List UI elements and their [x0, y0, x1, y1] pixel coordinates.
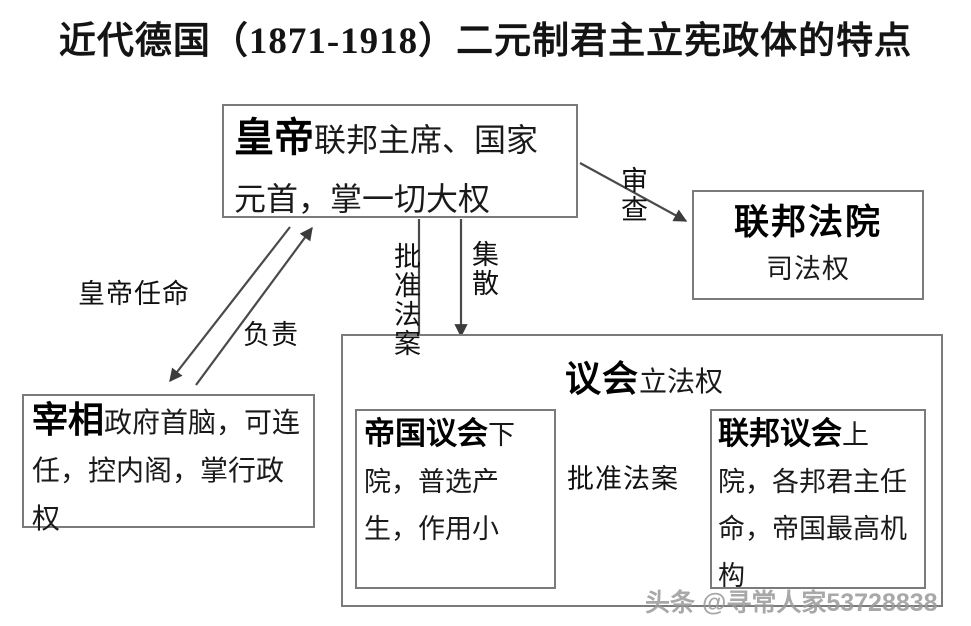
label-bundesrat-approves-bills: 批准法案 [567, 464, 679, 494]
label-emperor-convene-dissolve: 集散 [468, 240, 498, 298]
box-emperor-description: 联邦主席、国家元首，掌一切大权 [234, 122, 539, 217]
box-chancellor[interactable]: 宰相政府首脑，可连任，控内阁，掌行政权 [22, 394, 315, 535]
box-federal-court[interactable]: 联邦法院 司法权 [692, 190, 924, 300]
box-federal-court-title: 联邦法院 [733, 203, 882, 242]
box-chancellor-description: 政府首脑，可连任，控内阁，掌行政权 [32, 408, 301, 535]
box-bundesrat[interactable]: 联邦议会上院，各邦君主任命，帝国最高机构 [710, 409, 926, 591]
box-reichstag-title: 帝国议会 [364, 416, 488, 451]
arrow-chancellor-to-emperor [195, 226, 313, 386]
box-federal-court-content: 联邦法院 司法权 [694, 192, 922, 298]
box-parliament-heading: 议会立法权 [343, 350, 945, 402]
box-parliament-description: 立法权 [639, 367, 724, 398]
box-chancellor-content: 宰相政府首脑，可连任，控内阁，掌行政权 [24, 396, 313, 535]
box-emperor[interactable]: 皇帝联邦主席、国家元首，掌一切大权 [222, 104, 578, 218]
box-bundesrat-description: 上院，各邦君主任命，帝国最高机构 [718, 420, 907, 591]
box-emperor-content: 皇帝联邦主席、国家元首，掌一切大权 [224, 106, 576, 217]
page-title: 近代德国（1871-1918）二元制君主立宪政体的特点 [58, 21, 913, 62]
box-federal-court-description: 司法权 [766, 254, 850, 284]
label-emperor-appoints: 皇帝任命 [78, 279, 190, 309]
box-parliament-title: 议会 [564, 358, 639, 399]
box-reichstag-content: 帝国议会下院，普选产生，作用小 [357, 411, 554, 587]
label-emperor-reviews-court: 审查 [617, 166, 647, 224]
box-bundesrat-content: 联邦议会上院，各邦君主任命，帝国最高机构 [712, 411, 924, 591]
watermark: 头条 @寻常人家53728838 [645, 589, 938, 617]
box-reichstag[interactable]: 帝国议会下院，普选产生，作用小 [355, 409, 556, 589]
box-bundesrat-title: 联邦议会 [718, 416, 842, 451]
box-reichstag-description: 下院，普选产生，作用小 [364, 420, 515, 544]
label-emperor-approves-bills: 批准法案 [390, 242, 420, 358]
box-chancellor-title: 宰相 [32, 399, 105, 440]
label-chancellor-responsible: 负责 [243, 320, 299, 350]
box-emperor-title: 皇帝 [234, 116, 314, 160]
